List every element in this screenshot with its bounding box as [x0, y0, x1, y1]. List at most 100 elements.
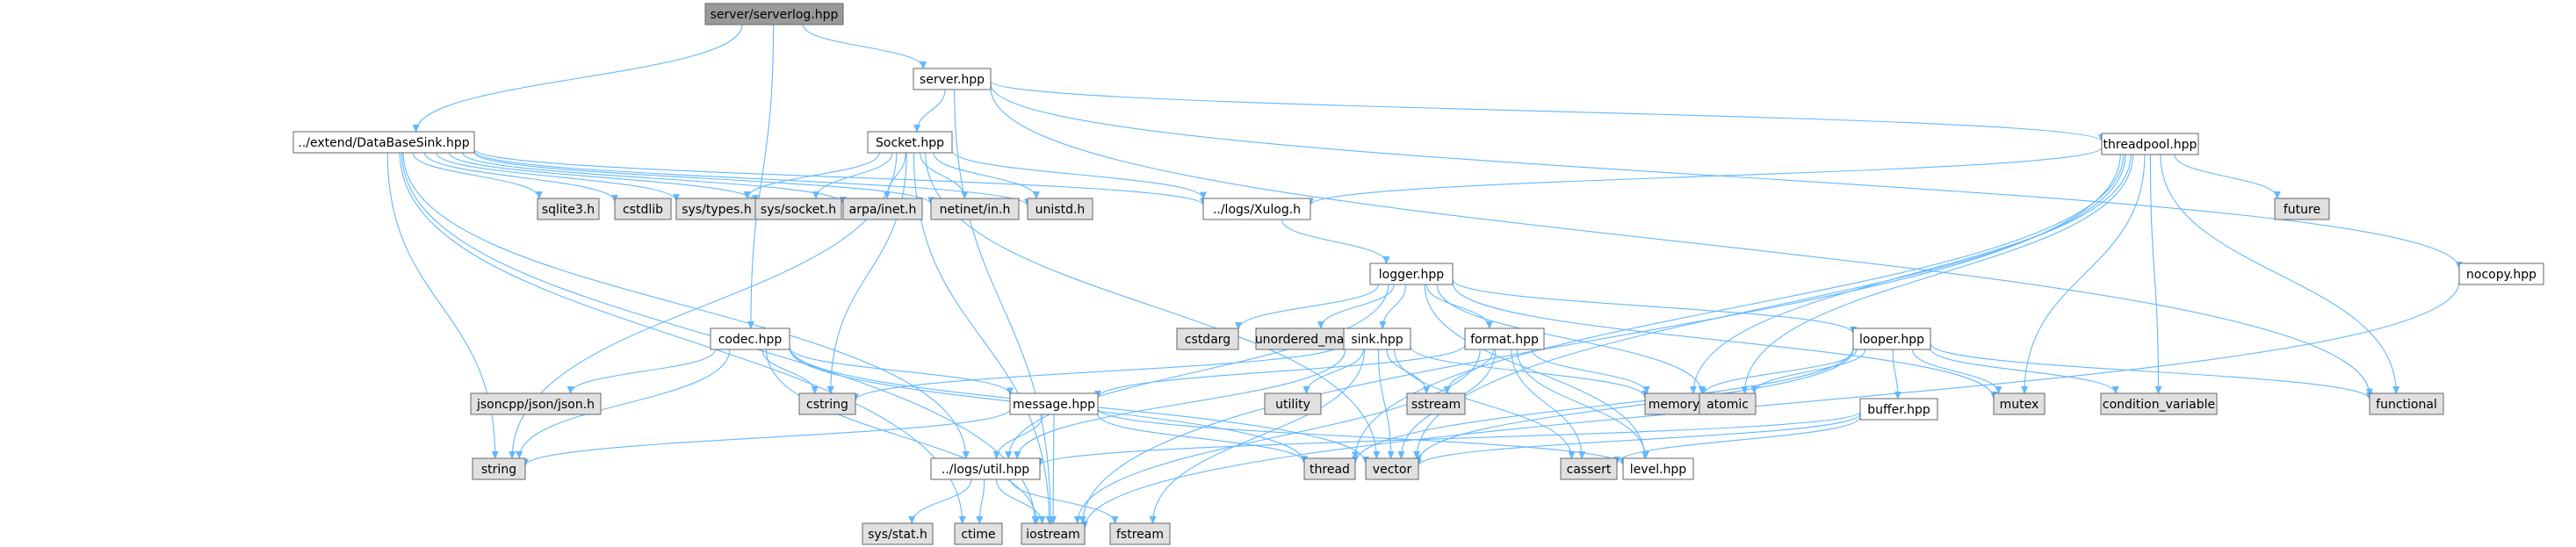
node-label-sstream: sstream	[1411, 398, 1461, 412]
edge-logger-to-util	[1005, 284, 1389, 459]
edge-codec-to-message	[789, 347, 1014, 396]
edge-message-to-iostream	[1050, 414, 1057, 524]
edge-databasesink-to-cstdlib	[424, 152, 618, 203]
node-functional: functional	[2369, 392, 2444, 415]
node-box-ctime	[954, 522, 1003, 545]
edge-util-to-sysstat	[908, 479, 972, 524]
node-label-databasesink: ../extend/DataBaseSink.hpp	[298, 136, 469, 150]
node-vector: vector	[1365, 457, 1419, 480]
node-ctime: ctime	[954, 522, 1003, 545]
edge-sink-to-cstring	[852, 342, 1345, 402]
node-box-format	[1464, 327, 1545, 350]
edge-socket-to-iostream	[913, 152, 1053, 524]
node-box-sqlite3	[537, 198, 600, 220]
node-box-unistd	[1027, 198, 1093, 220]
node-cstdarg: cstdarg	[1176, 327, 1239, 350]
edge-codec-to-string	[516, 349, 731, 459]
edge-socket-to-netinetin	[920, 152, 969, 199]
edge-threadpool-to-atomic	[1741, 154, 2134, 394]
node-label-threadpool: threadpool.hpp	[2103, 138, 2197, 152]
node-databasesink[interactable]: ../extend/DataBaseSink.hpp	[292, 131, 475, 154]
edge-xulog-to-logger	[1281, 219, 1390, 264]
node-label-sqlite3: sqlite3.h	[542, 203, 595, 217]
node-box-xulog	[1202, 198, 1311, 220]
node-label-systypes: sys/types.h	[682, 203, 751, 217]
node-box-server	[913, 68, 992, 90]
edge-databasesink-to-systypes	[436, 152, 680, 202]
node-mutex: mutex	[1993, 392, 2046, 415]
node-box-codec	[710, 327, 790, 350]
node-box-cstdarg	[1176, 327, 1239, 350]
node-util[interactable]: ../logs/util.hpp	[930, 457, 1041, 480]
node-box-databasesink	[292, 131, 475, 154]
edge-databasesink-to-arpainet	[462, 152, 847, 205]
edge-looper-to-thread	[1352, 348, 1854, 464]
node-box-jsoncpp	[470, 392, 602, 415]
node-unistd: unistd.h	[1027, 198, 1093, 220]
node-string: string	[472, 457, 526, 480]
node-format[interactable]: format.hpp	[1464, 327, 1545, 350]
edge-threadpool-to-thread	[1352, 154, 2125, 460]
node-box-threadpool	[2101, 133, 2199, 155]
edge-databasesink-to-util	[402, 152, 970, 459]
node-label-fstream: fstream	[1116, 528, 1164, 542]
edge-codec-to-jsoncpp	[566, 349, 716, 394]
node-buffer[interactable]: buffer.hpp	[1859, 398, 1938, 421]
node-box-iostream	[1021, 522, 1086, 545]
node-box-nocopy	[2458, 263, 2544, 285]
file-nodes: server/serverlog.hpp ../extend/DataBaseSi…	[292, 3, 2544, 545]
node-sqlite3: sqlite3.h	[537, 198, 600, 220]
node-box-sstream	[1406, 392, 1466, 415]
edge-server-to-functional	[990, 87, 2373, 397]
node-memory: memory	[1644, 392, 1704, 415]
edge-threadpool-to-memory	[1689, 154, 2132, 394]
node-box-vector	[1365, 457, 1419, 480]
node-label-syssocket: sys/socket.h	[761, 203, 836, 217]
node-box-cstdlib	[614, 198, 672, 220]
node-label-buffer: buffer.hpp	[1867, 403, 1930, 417]
node-box-unordered_map	[1255, 327, 1352, 350]
node-label-cstdarg: cstdarg	[1185, 333, 1230, 347]
node-box-cassert	[1560, 457, 1618, 480]
edge-logger-to-atomic	[1436, 284, 1706, 394]
node-message[interactable]: message.hpp	[1009, 392, 1099, 415]
node-sstream: sstream	[1406, 392, 1466, 415]
node-nocopy[interactable]: nocopy.hpp	[2458, 263, 2544, 285]
edge-looper-to-atomic	[1750, 349, 1866, 394]
node-threadpool[interactable]: threadpool.hpp	[2101, 133, 2199, 155]
edge-util-to-fstream	[1009, 479, 1119, 524]
node-codec[interactable]: codec.hpp	[710, 327, 790, 350]
edge-util-to-iostream	[995, 479, 1046, 524]
node-server[interactable]: server.hpp	[913, 68, 992, 90]
edge-socket-to-arpainet	[883, 152, 906, 199]
node-label-memory: memory	[1649, 398, 1700, 412]
edge-util-to-ctime	[976, 479, 985, 524]
node-looper[interactable]: looper.hpp	[1852, 327, 1931, 350]
node-xulog[interactable]: ../logs/Xulog.h	[1202, 198, 1311, 220]
edge-databasesink-to-ctime	[399, 152, 966, 524]
node-future: future	[2274, 198, 2330, 220]
edge-format-to-level	[1516, 349, 1649, 459]
node-logger[interactable]: logger.hpp	[1369, 263, 1454, 285]
node-box-cstring	[798, 392, 856, 415]
node-box-netinetin	[930, 198, 1020, 220]
edge-threadpool-to-functional	[2160, 154, 2400, 394]
edge-databasesink-to-unistd	[473, 150, 1031, 207]
node-atomic: atomic	[1699, 392, 1757, 415]
edge-server-to-iostream	[954, 89, 1055, 524]
node-sink[interactable]: sink.hpp	[1343, 327, 1411, 350]
node-box-looper	[1852, 327, 1931, 350]
edge-format-to-memory	[1531, 349, 1650, 394]
edge-looper-to-functional	[1930, 343, 2373, 400]
node-box-atomic	[1699, 392, 1757, 415]
edge-threadpool-to-future	[2174, 154, 2281, 199]
node-label-iostream: iostream	[1026, 528, 1080, 542]
edge-serverlog-to-codec	[747, 24, 775, 329]
node-serverlog[interactable]: server/serverlog.hpp	[704, 3, 844, 25]
node-socket[interactable]: Socket.hpp	[867, 131, 953, 154]
edge-buffer-to-util	[1036, 411, 1861, 466]
node-box-functional	[2369, 392, 2444, 415]
node-level[interactable]: level.hpp	[1622, 457, 1694, 480]
edge-message-to-util	[992, 414, 1043, 459]
node-syssocket: sys/socket.h	[754, 198, 842, 220]
